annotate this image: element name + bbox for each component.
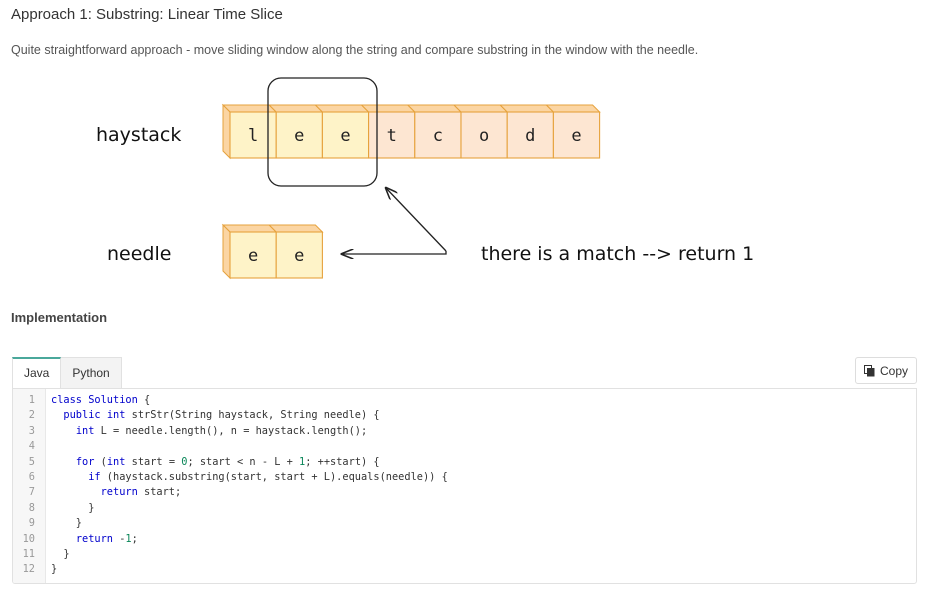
haystack-char-7: e <box>571 126 581 146</box>
code-line: 2 public int strStr(String haystack, Str… <box>13 408 916 423</box>
code-text: } <box>51 501 95 514</box>
approach-title: Approach 1: Substring: Linear Time Slice <box>11 6 283 23</box>
haystack-char-6: d <box>525 126 535 146</box>
haystack-label: haystack <box>96 124 181 146</box>
haystack-cell-5: o <box>452 104 509 159</box>
line-number: 9 <box>28 517 35 530</box>
code-line: 7 return start; <box>13 485 916 500</box>
code-text: int L = needle.length(), n = haystack.le… <box>75 424 368 437</box>
code-editor[interactable]: 1 class Solution { 2 public int strStr(Str… <box>12 388 917 584</box>
code-line: 9 } <box>13 516 916 531</box>
code-line: 8 } <box>13 501 916 516</box>
match-arrow-to-needle <box>342 251 447 254</box>
needle-cell-0: e <box>221 223 278 280</box>
haystack-char-2: e <box>340 126 350 146</box>
code-line: 1 class Solution { <box>13 393 916 408</box>
line-number-gutter <box>13 389 46 583</box>
match-arrow <box>386 188 447 252</box>
code-text: } <box>51 517 82 530</box>
haystack-char-0: l <box>248 126 258 146</box>
haystack-char-4: c <box>433 126 443 146</box>
code-text: class Solution { <box>51 394 151 406</box>
haystack-char-1: e <box>294 126 304 146</box>
code-line: 3 int L = needle.length(), n = haystack.… <box>13 424 916 439</box>
haystack-char-5: o <box>479 126 489 146</box>
tab-python[interactable]: Python <box>61 357 122 388</box>
line-number: 1 <box>28 394 35 406</box>
copy-button[interactable]: Copy <box>855 357 917 384</box>
line-number: 5 <box>28 455 35 468</box>
haystack-char-3: t <box>387 126 397 146</box>
needle-char-0: e <box>248 246 258 266</box>
haystack-cell-3: t <box>360 104 417 159</box>
copy-icon <box>863 364 875 376</box>
line-number: 7 <box>28 486 35 499</box>
code-text: public int strStr(String haystack, Strin… <box>63 409 380 422</box>
haystack-cell-4: c <box>406 104 463 159</box>
needle-label: needle <box>107 243 171 265</box>
sliding-window-highlight <box>267 77 378 187</box>
line-number: 8 <box>28 501 35 514</box>
haystack-cell-1: e <box>267 104 324 159</box>
line-number: 2 <box>28 409 35 422</box>
code-text: } <box>51 563 58 576</box>
match-annotation: there is a match --> return 1 <box>481 243 754 265</box>
line-number: 4 <box>28 440 35 453</box>
code-text: return -1; <box>75 532 138 545</box>
copy-label: Copy <box>879 363 908 378</box>
haystack-cell-7: e <box>545 104 601 159</box>
code-line: 10 return -1; <box>13 532 916 547</box>
code-text: for (int start = 0; start < n - L + 1; +… <box>75 455 380 468</box>
line-number: 11 <box>22 548 35 560</box>
code-line: 4 <box>13 439 916 454</box>
line-number: 10 <box>22 532 35 545</box>
needle-cell-1: e <box>267 224 324 279</box>
haystack-cell-2: e <box>314 104 370 159</box>
code-line: 12} <box>13 562 916 577</box>
code-line: 5 for (int start = 0; start < n - L + 1;… <box>13 455 916 470</box>
language-tabs: Java Python <box>12 357 122 388</box>
code-text: return start; <box>100 486 182 499</box>
line-number: 6 <box>28 471 35 483</box>
line-number: 12 <box>22 563 35 576</box>
approach-description: Quite straightforward approach - move sl… <box>11 43 699 57</box>
code-text: if (haystack.substring(start, start + L)… <box>88 471 448 483</box>
code-line: 6 if (haystack.substring(start, start + … <box>13 470 916 485</box>
implementation-heading: Implementation <box>11 310 108 325</box>
line-number: 3 <box>28 424 35 437</box>
code-line: 11 } <box>13 547 916 562</box>
code-text: } <box>51 548 70 560</box>
haystack-cell-6: d <box>498 104 555 159</box>
tab-java[interactable]: Java <box>12 357 62 388</box>
needle-char-1: e <box>294 246 304 266</box>
